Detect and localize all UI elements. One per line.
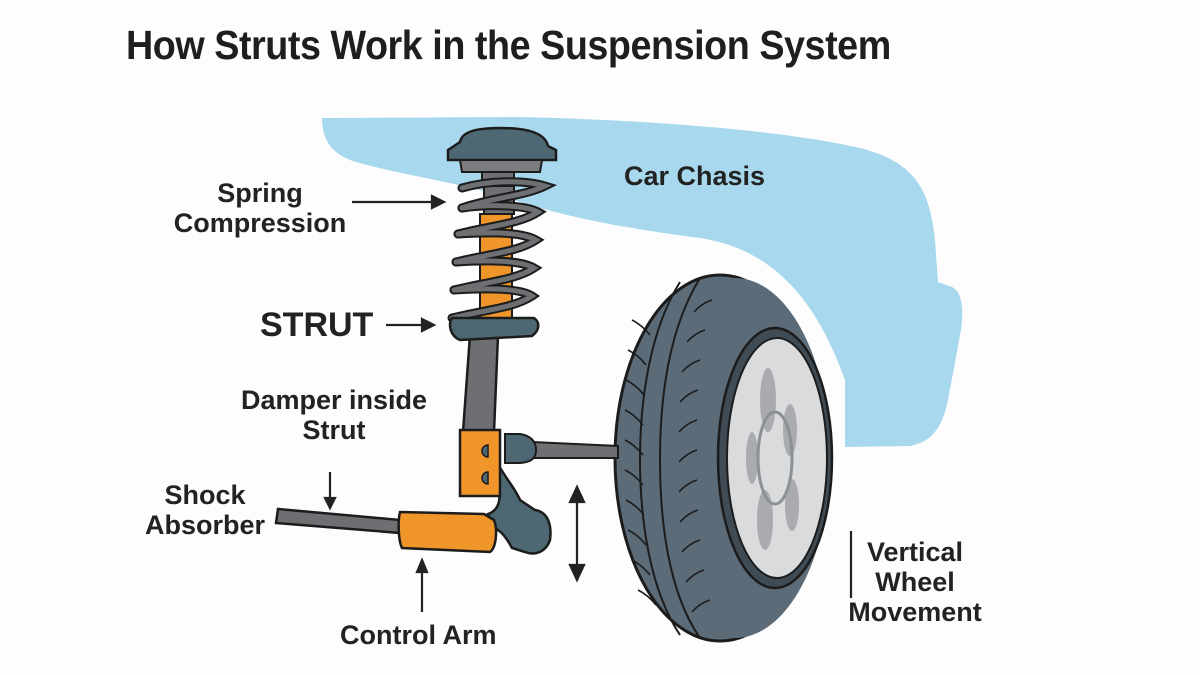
label-damper-inside-strut: Damper inside Strut bbox=[236, 385, 432, 445]
label-line: Vertical bbox=[866, 537, 964, 567]
tie-rod-end bbox=[504, 433, 538, 464]
strut-rod bbox=[461, 333, 500, 434]
label-car-chassis: Car Chasis bbox=[624, 161, 766, 191]
label-vertical-wheel-movement: Vertical Wheel Movement bbox=[840, 537, 990, 628]
label-line: Damper inside bbox=[240, 385, 428, 415]
label-line: Spring bbox=[217, 178, 303, 208]
steering-knuckle bbox=[486, 457, 552, 555]
label-shock-absorber: Shock Absorber bbox=[132, 480, 278, 540]
label-line: Shock bbox=[164, 480, 246, 510]
diagram-title: How Struts Work in the Suspension System bbox=[126, 22, 891, 68]
shock-absorber-rod bbox=[274, 507, 402, 535]
label-line: Strut bbox=[302, 415, 366, 446]
label-spring-compression: Spring Compression bbox=[170, 178, 350, 238]
label-strut: STRUT bbox=[260, 306, 374, 344]
label-line: Absorber bbox=[144, 510, 266, 541]
tire bbox=[613, 273, 834, 643]
tie-rod bbox=[531, 440, 619, 459]
label-line: Compression bbox=[173, 208, 347, 239]
lower-spring-seat bbox=[448, 316, 540, 342]
strut-lower-housing bbox=[458, 428, 502, 498]
control-arm-body bbox=[397, 510, 498, 554]
label-line: Wheel bbox=[875, 567, 955, 598]
car-chassis-body bbox=[322, 117, 963, 447]
label-line: Movement bbox=[848, 597, 982, 628]
label-control-arm: Control Arm bbox=[340, 620, 497, 650]
